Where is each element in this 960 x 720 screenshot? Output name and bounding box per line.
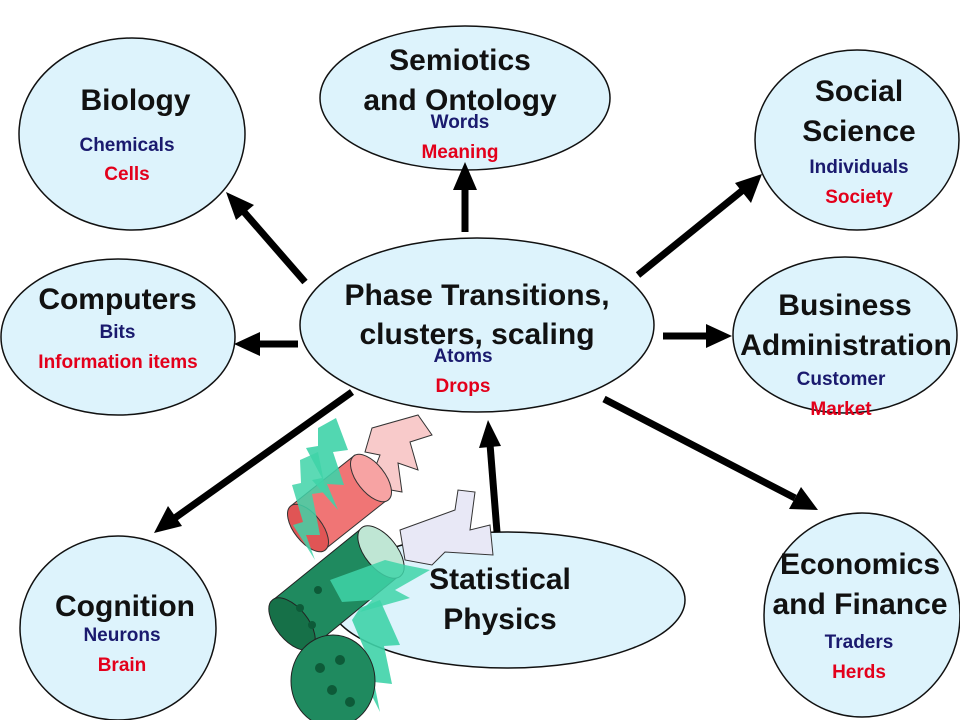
node-semiotics-sub2: Meaning [421, 142, 499, 163]
node-biology-ellipse [18, 37, 246, 231]
arrow-icon [479, 420, 501, 448]
lightning-bolt-icon [292, 452, 326, 560]
arrow-icon [735, 174, 762, 203]
node-center-ellipse [299, 237, 655, 413]
node-biology-sub2: Cells [104, 164, 150, 185]
arrow-icon [169, 389, 355, 523]
cylinder-icon [290, 634, 376, 720]
node-center-sub2: Drops [435, 376, 491, 397]
node-business-ellipse [732, 256, 958, 414]
lightning-bolt-icon [306, 418, 348, 510]
node-social-title-line1: Social [814, 75, 904, 108]
arrow-icon [706, 324, 732, 348]
node-economics-sub1: Traders [824, 632, 894, 653]
node-business-sub1: Customer [796, 369, 886, 390]
physics-illustration [268, 414, 494, 720]
lightning-bolt-icon [399, 489, 494, 566]
node-statphys-title-line2: Physics [443, 603, 557, 636]
node-semiotics-title-line1: Semiotics [389, 44, 531, 77]
node-economics-title-line2: and Finance [772, 588, 948, 621]
arrow-icon [241, 209, 308, 285]
arrow-icon [635, 187, 746, 278]
arrows [154, 162, 818, 533]
node-computers-sub1: Bits [99, 322, 136, 343]
node-social-ellipse [754, 49, 960, 231]
arrow-icon [234, 332, 260, 356]
node-social-sub1: Individuals [809, 157, 909, 178]
arrow-icon [789, 487, 818, 510]
node-biology-title: Biology [80, 84, 191, 117]
node-business-sub2: Market [810, 399, 872, 420]
node-cognition-ellipse [19, 535, 217, 720]
lightning-bolt-icon [330, 560, 430, 612]
node-center-sub1: Atoms [433, 346, 493, 367]
node-economics-title-line1: Economics [779, 548, 941, 581]
node-computers-sub2: Information items [38, 352, 198, 373]
arrow-icon [154, 506, 182, 533]
node-computers-title: Computers [38, 283, 197, 316]
node-semiotics-title-line2: and Ontology [363, 84, 557, 117]
node-computers-ellipse [0, 258, 236, 416]
arrow-icon [226, 192, 254, 220]
node-economics-ellipse [763, 512, 960, 718]
node-cognition-sub1: Neurons [83, 625, 161, 646]
node-center-title-line2: clusters, scaling [359, 318, 595, 351]
node-social-title-line2: Science [802, 115, 916, 148]
node-biology-sub1: Chemicals [79, 135, 175, 156]
node-business-title-line1: Business [778, 289, 912, 322]
node-cognition-title: Cognition [55, 590, 195, 623]
arrow-icon [453, 162, 477, 190]
arrow-icon [486, 443, 501, 533]
lightning-bolt-icon [352, 600, 400, 712]
node-business-title-line2: Administration [740, 329, 952, 362]
node-social-sub2: Society [825, 187, 893, 208]
node-center-title-line1: Phase Transitions, [344, 279, 610, 312]
arrow-icon [602, 395, 797, 502]
node-cognition-sub2: Brain [97, 655, 147, 676]
node-semiotics-sub1: Words [430, 112, 490, 133]
node-economics-sub2: Herds [832, 662, 886, 683]
node-statphys-title-line1: Statistical [429, 563, 571, 596]
